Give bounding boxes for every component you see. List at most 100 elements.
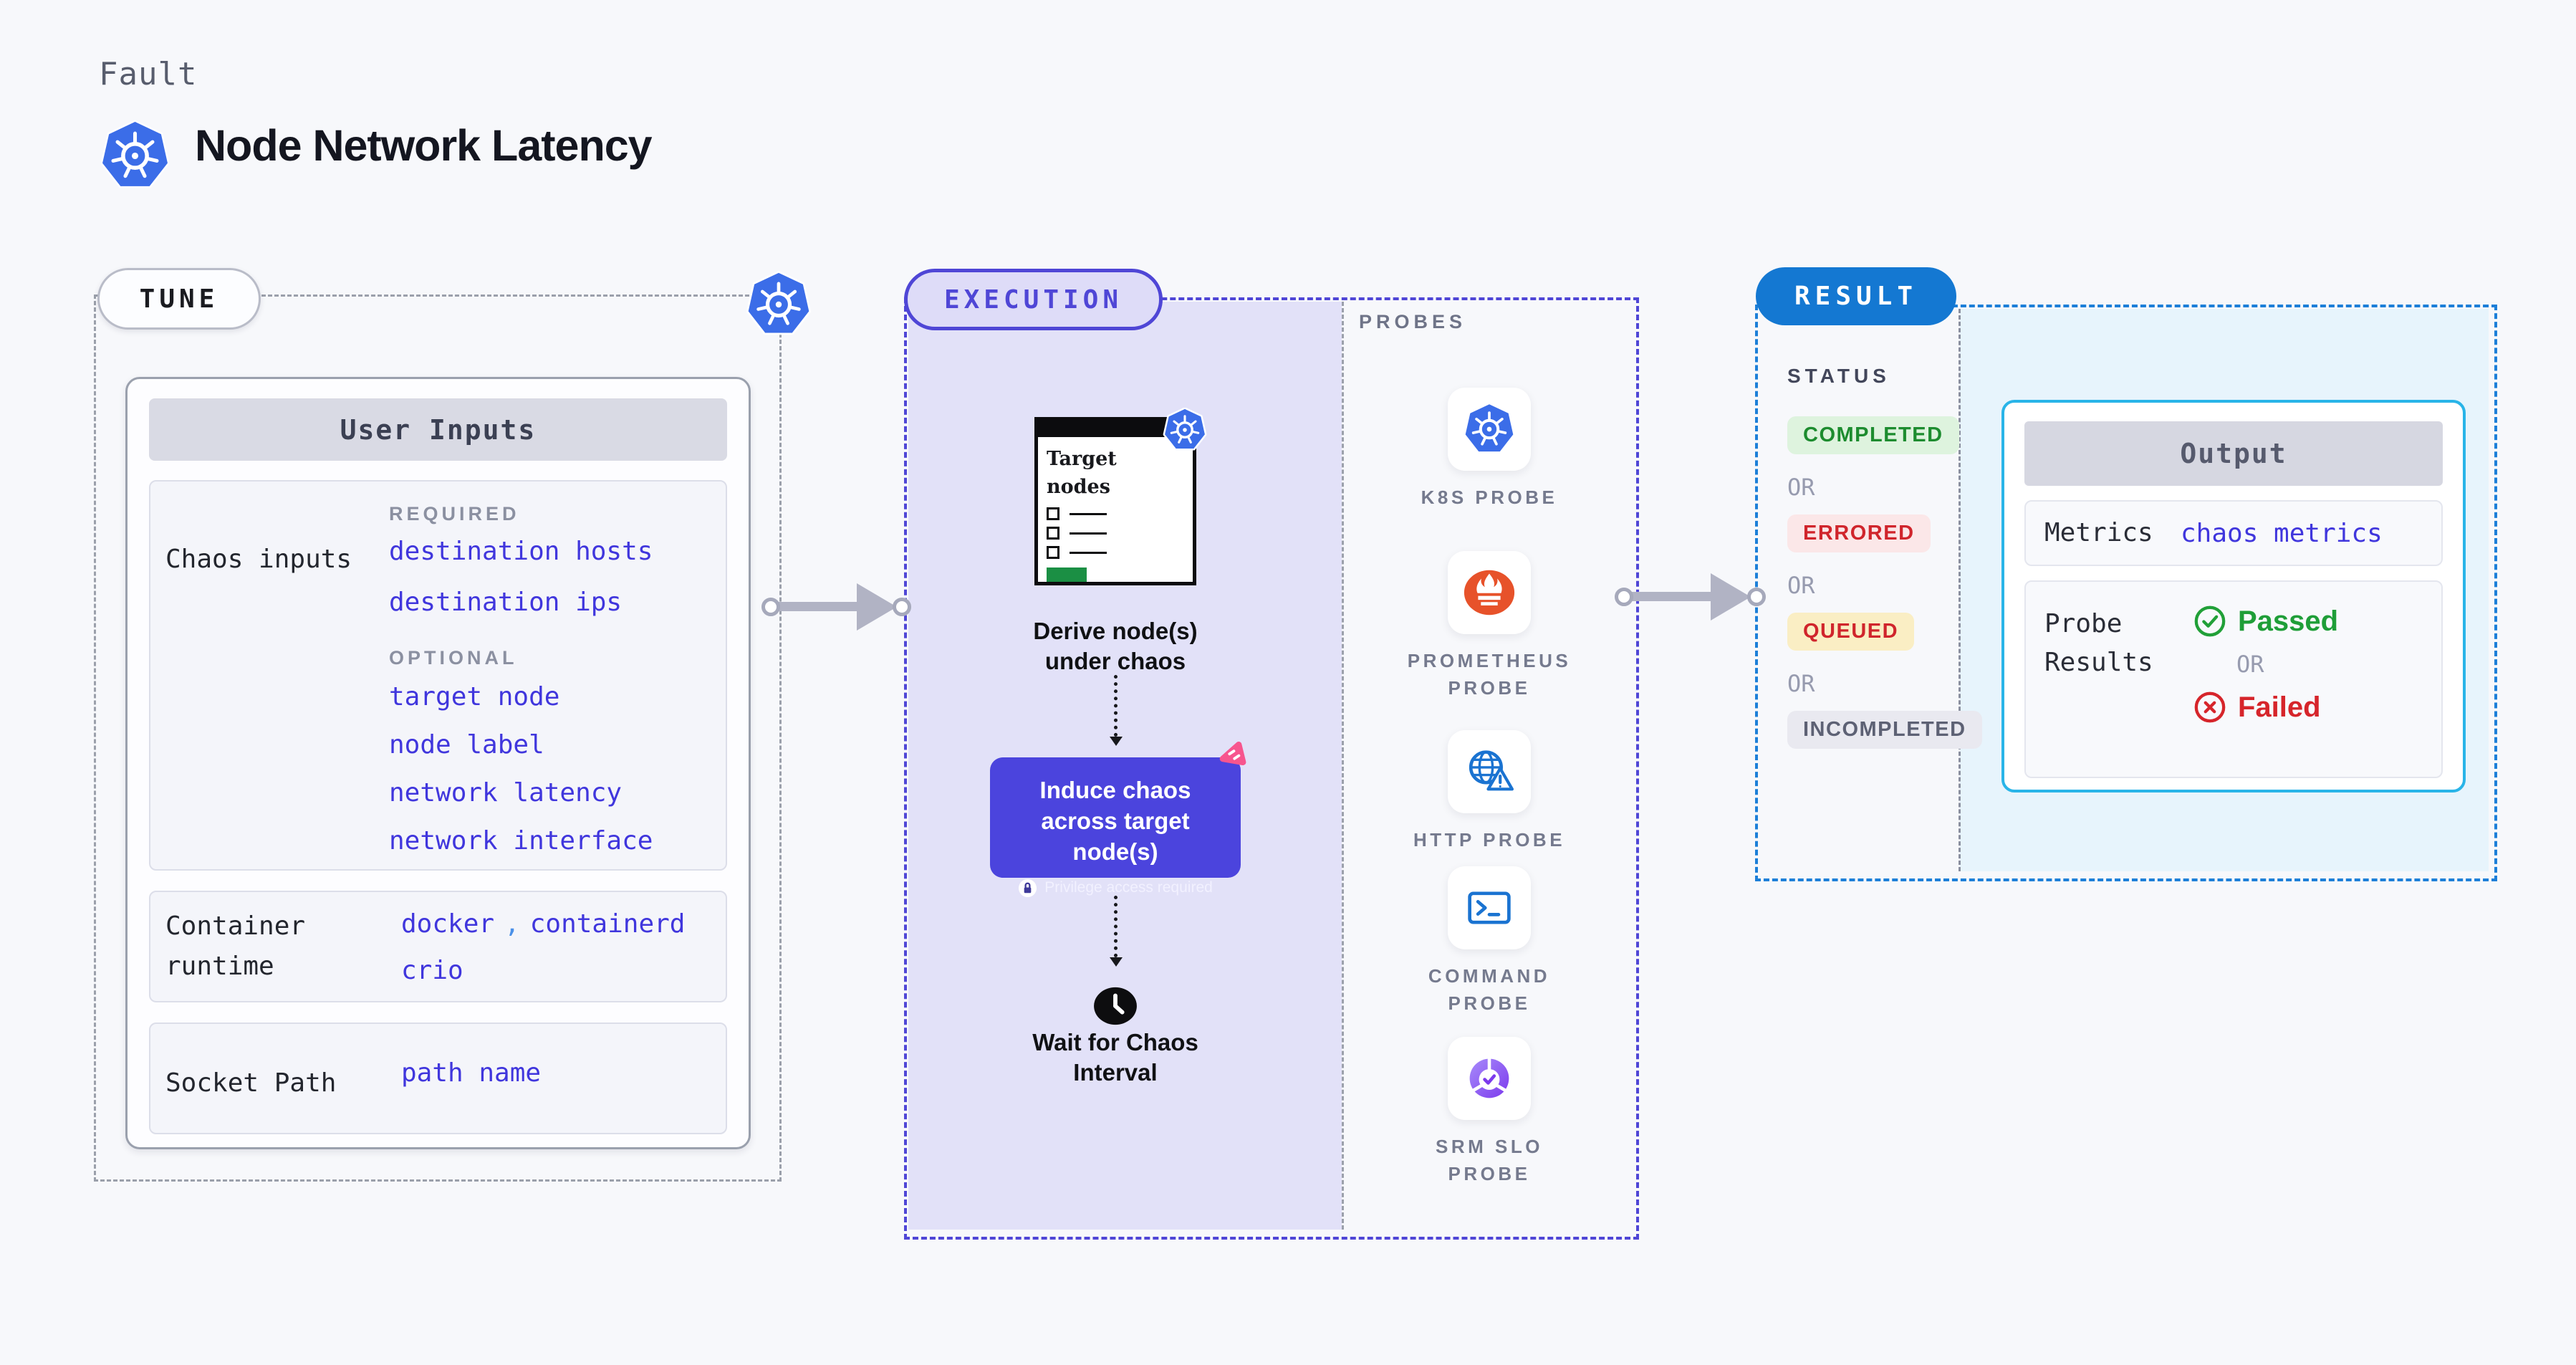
output-card: Output Metrics chaos metrics Probe Resul… [2001,400,2466,792]
illustration-titlebar [1038,421,1193,437]
container-runtime-row: Container runtime docker , containerd cr… [149,891,727,1002]
tune-pill: TUNE [97,268,261,330]
srm-slo-icon [1462,1051,1517,1106]
probes-divider [1342,302,1344,1230]
flow-arrow [1114,896,1118,957]
tune-section [94,294,782,1182]
status-badge-errored: ERRORED [1787,514,1931,552]
optional-heading: OPTIONAL [389,647,518,669]
passed-check-icon [2193,605,2226,638]
list-line [1070,551,1107,555]
metrics-label: Metrics [2044,518,2153,547]
flow-arrow [1114,675,1118,737]
http-globe-icon [1462,744,1517,799]
probe-label: COMMAND PROBE [1428,965,1551,1014]
list-line [1070,512,1107,516]
probe-label: HTTP PROBE [1413,829,1566,851]
connector-dot [1615,588,1633,606]
metrics-row: Metrics chaos metrics [2024,500,2443,566]
derive-caption: Derive node(s) under chaos [1033,618,1198,675]
or-label: OR [1787,572,1815,599]
input-node-label: node label [389,730,544,760]
status-badge-queued: QUEUED [1787,613,1915,651]
kubernetes-icon [745,271,812,338]
input-destination-ips: destination ips [389,588,623,617]
socket-path-label: Socket Path [165,1068,337,1098]
user-inputs-card: User Inputs Chaos inputs REQUIRED destin… [125,377,751,1149]
checkbox-row [1047,507,1186,521]
status-title: STATUS [1787,365,1890,387]
result-pill: RESULT [1756,267,1956,325]
fault-eyebrow: Fault [99,56,198,92]
privilege-note: Privilege access required [1044,879,1213,896]
connector-dot [893,598,911,616]
list-line [1070,532,1107,535]
input-target-node: target node [389,682,560,712]
failed-x-icon [2193,691,2226,724]
socket-path-value: path name [401,1058,542,1088]
induce-chaos-card: Induce chaos across target node(s) Privi… [990,741,1246,897]
wait-caption: Wait for Chaos Interval [1032,1029,1198,1086]
metrics-value: chaos metrics [2181,518,2383,548]
runtime-docker: docker [401,909,495,939]
kubernetes-icon [1463,403,1516,456]
probe-label: K8S PROBE [1421,487,1558,508]
kubernetes-icon [1163,408,1207,452]
induce-chaos-title: Induce chaos across target node(s) [1039,777,1191,865]
chaos-spark-icon [1218,739,1251,769]
target-nodes-title: Target nodes [1047,448,1117,499]
execution-section: Target nodes Derive node(s) under chaos … [904,297,1639,1240]
required-heading: REQUIRED [389,503,520,525]
chaos-inputs-row: Chaos inputs REQUIRED destination hosts … [149,480,727,871]
execution-to-result-arrowhead [1711,573,1751,621]
checkbox-row [1047,546,1186,560]
status-divider [1959,309,1961,871]
probe-card-srm-slo [1448,1037,1531,1120]
probe-card-prometheus [1448,551,1531,634]
probe-label: PROMETHEUS PROBE [1407,650,1572,699]
socket-path-row: Socket Path path name [149,1022,727,1134]
runtime-separator: , [504,909,520,939]
probe-card-command [1448,866,1531,949]
flow-arrowhead-icon [1110,957,1123,967]
input-destination-hosts: destination hosts [389,537,653,566]
checkbox-icon [1047,507,1059,521]
prometheus-icon [1461,567,1517,618]
probe-results-label: Probe Results [2044,609,2153,677]
execution-pill: EXECUTION [904,269,1163,330]
probe-card-http [1448,730,1531,813]
or-label: OR [2236,651,2264,678]
connector-dot [1747,588,1766,606]
probes-title: PROBES [1359,311,1467,332]
command-terminal-icon [1464,882,1515,934]
chaos-inputs-label: Chaos inputs [165,545,352,574]
probe-label: SRM SLO PROBE [1436,1136,1543,1184]
container-runtime-label: Container runtime [165,911,306,981]
failed-label: Failed [2238,691,2321,723]
runtime-crio: crio [401,956,463,985]
flow-arrowhead-icon [1110,737,1123,746]
input-network-latency: network latency [389,778,623,808]
kubernetes-icon [99,120,171,192]
lock-icon [1018,878,1037,898]
page-title: Node Network Latency [195,121,653,170]
clock-icon [1093,986,1138,1026]
execution-to-result-arrow [1632,592,1712,601]
status-badge-completed: COMPLETED [1787,416,1959,454]
result-section: STATUS COMPLETED OR ERRORED OR QUEUED OR… [1755,305,2497,881]
checkbox-icon [1047,527,1059,540]
passed-label: Passed [2238,605,2339,637]
runtime-containerd: containerd [529,909,686,939]
checkbox-icon [1047,546,1059,560]
output-header: Output [2024,421,2443,486]
or-label: OR [1787,474,1815,501]
target-nodes-illustration: Target nodes [1034,408,1207,585]
status-badge-incompleted: INCOMPLETED [1787,711,1982,749]
user-inputs-header: User Inputs [149,398,727,461]
checkbox-row [1047,527,1186,540]
tune-to-execution-arrowhead [857,583,897,631]
probe-card-k8s [1448,388,1531,471]
connector-dot [761,598,780,616]
probe-results-row: Probe Results Passed OR [2024,580,2443,778]
